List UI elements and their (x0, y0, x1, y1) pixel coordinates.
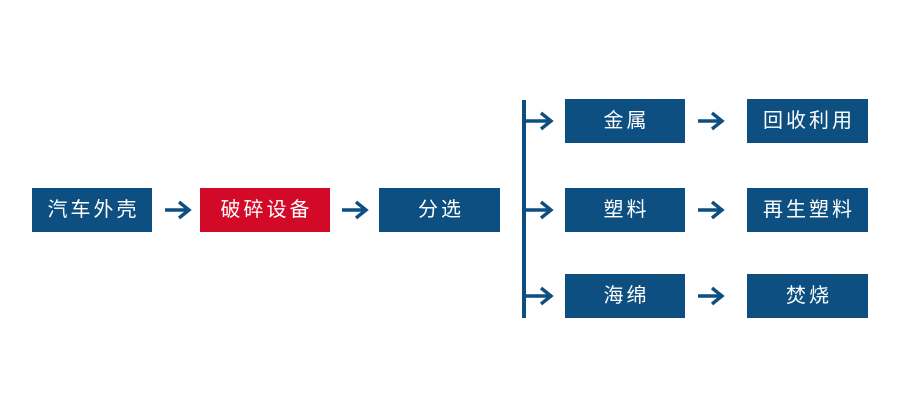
node-plastic[interactable]: 塑料 (565, 188, 685, 232)
node-recycle[interactable]: 回收利用 (747, 99, 868, 143)
node-regrind-plastic[interactable]: 再生塑料 (747, 188, 868, 232)
arrow-bus-to-sponge-icon (524, 274, 558, 318)
arrow-metal-to-recycle-icon (696, 99, 728, 143)
arrow-sponge-to-incinerate-icon (696, 274, 728, 318)
arrow-crusher-to-sorting-icon (340, 188, 372, 232)
arrow-plastic-to-regrind-icon (696, 188, 728, 232)
vertical-bus-line-icon (522, 100, 526, 318)
node-car-shell[interactable]: 汽车外壳 (32, 188, 152, 232)
node-metal[interactable]: 金属 (565, 99, 685, 143)
arrow-shell-to-crusher-icon (163, 188, 195, 232)
arrow-bus-to-plastic-icon (524, 188, 558, 232)
node-crusher[interactable]: 破碎设备 (200, 188, 330, 232)
node-sponge[interactable]: 海绵 (565, 274, 685, 318)
arrow-bus-to-metal-icon (524, 99, 558, 143)
node-incinerate[interactable]: 焚烧 (747, 274, 868, 318)
node-sorting[interactable]: 分选 (379, 188, 500, 232)
